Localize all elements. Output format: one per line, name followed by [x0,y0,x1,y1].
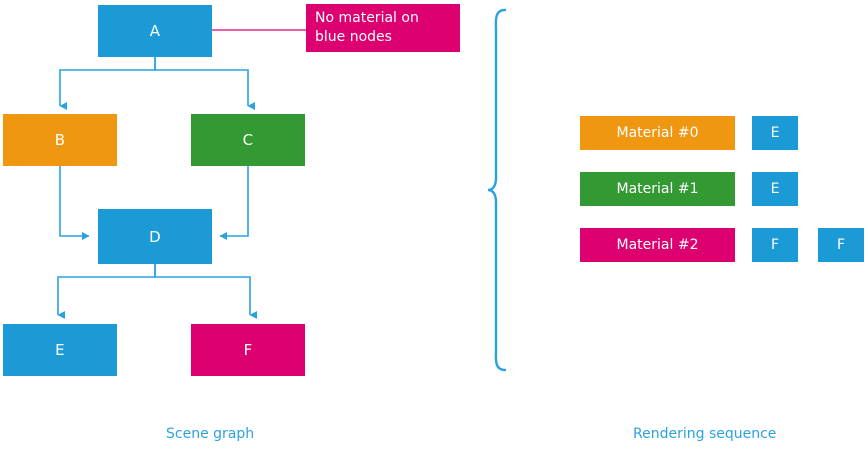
callout-line-2: blue nodes [315,29,392,45]
material-bar-0-label: Material #0 [616,125,699,141]
material-bar-2[interactable]: Material #2 [580,228,735,262]
sequence-item-1-0[interactable]: E [752,172,798,206]
sequence-item-2-0[interactable]: F [752,228,798,262]
sequence-item-2-1[interactable]: F [818,228,864,262]
scene-node-b-label: B [54,131,66,149]
material-bar-2-label: Material #2 [616,237,699,253]
sequence-item-2-1-label: F [836,237,846,253]
material-bar-0[interactable]: Material #0 [580,116,735,150]
grouping-brace [487,8,507,372]
caption-scene-graph: Scene graph [166,426,255,442]
scene-node-d-label: D [149,227,161,246]
edge-d-to-f [154,264,257,319]
scene-node-c[interactable]: C [191,114,305,166]
scene-node-e[interactable]: E [3,324,117,376]
edge-c-to-d [219,166,249,240]
sequence-item-0-0[interactable]: E [752,116,798,150]
scene-node-b[interactable]: B [3,114,117,166]
material-bar-1[interactable]: Material #1 [580,172,735,206]
edge-a-to-c [154,57,255,110]
edge-a-to-b [59,57,156,110]
material-bar-1-label: Material #1 [616,181,699,197]
sequence-item-2-0-label: F [770,237,780,253]
sequence-item-1-0-label: E [770,181,780,197]
scene-node-c-label: C [242,131,254,149]
scene-node-d[interactable]: D [98,209,212,264]
callout-no-material: No material on blue nodes [306,4,460,52]
scene-node-f-label: F [243,341,253,359]
edge-d-to-e [57,264,156,319]
edge-b-to-d [59,166,90,240]
sequence-item-0-0-label: E [770,125,780,141]
scene-node-f[interactable]: F [191,324,305,376]
scene-node-e-label: E [55,341,65,359]
callout-line-1: No material on [315,10,419,26]
scene-node-a-label: A [149,22,161,40]
caption-rendering-sequence: Rendering sequence [633,426,777,442]
scene-node-a[interactable]: A [98,5,212,57]
